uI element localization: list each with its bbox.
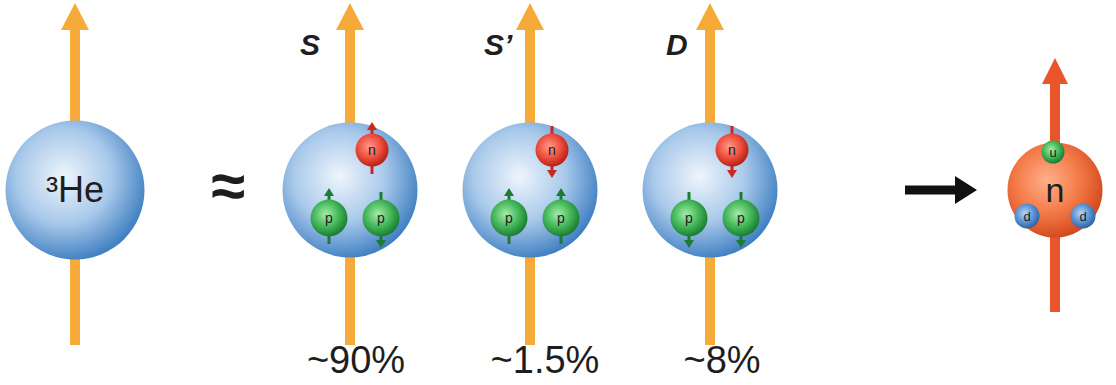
particle-label: p bbox=[685, 211, 693, 225]
sphere bbox=[1008, 143, 1103, 238]
particle-label: p bbox=[505, 211, 513, 225]
sphere bbox=[543, 200, 580, 237]
particle-label: d bbox=[1023, 210, 1030, 223]
circle-outline bbox=[282, 122, 418, 258]
sphere bbox=[6, 121, 145, 260]
sphere bbox=[1015, 204, 1040, 229]
spin-state-s-prime: S’npp bbox=[462, 122, 598, 258]
percentage: ~90% bbox=[307, 341, 405, 379]
approx-sign: ≈ bbox=[211, 155, 245, 217]
proton: p bbox=[310, 199, 348, 237]
circle-outline bbox=[462, 122, 598, 258]
proton: p bbox=[362, 199, 400, 237]
spin-state-d: Dnpp bbox=[642, 122, 778, 258]
down-quark: d bbox=[1014, 203, 1040, 229]
particle-label: p bbox=[325, 211, 333, 225]
circle-outline bbox=[642, 122, 778, 258]
sphere bbox=[536, 134, 569, 167]
particle-label: p bbox=[377, 211, 385, 225]
proton: p bbox=[542, 199, 580, 237]
sphere bbox=[716, 134, 749, 167]
particle-label: n bbox=[548, 143, 556, 157]
state-heading: D bbox=[666, 30, 688, 60]
down-quark: d bbox=[1070, 203, 1096, 229]
sphere bbox=[723, 200, 760, 237]
flow-arrow bbox=[905, 176, 977, 204]
sphere bbox=[1071, 204, 1096, 229]
particle-label: d bbox=[1079, 210, 1086, 223]
sphere bbox=[363, 200, 400, 237]
sphere bbox=[1042, 141, 1065, 164]
neutron: n bbox=[535, 133, 569, 167]
state-heading: S’ bbox=[484, 30, 512, 60]
particle-label: p bbox=[737, 211, 745, 225]
state-heading: S bbox=[300, 30, 320, 60]
proton: p bbox=[722, 199, 760, 237]
neutron-spin-arrow bbox=[1042, 58, 1068, 312]
nucleus-spin-arrows bbox=[61, 3, 724, 345]
percentage: ~8% bbox=[683, 341, 760, 379]
particle-label: p bbox=[557, 211, 565, 225]
sphere bbox=[463, 123, 598, 258]
particle-label: n bbox=[1046, 173, 1065, 207]
particle-label: n bbox=[728, 143, 736, 157]
up-quark: u bbox=[1041, 140, 1065, 164]
particle-label: ³He bbox=[46, 172, 104, 208]
helium3-nucleus: ³He bbox=[5, 120, 145, 260]
proton: p bbox=[490, 199, 528, 237]
spin-state-s: Snpp bbox=[282, 122, 418, 258]
neutron: n bbox=[355, 133, 389, 167]
percentage: ~1.5% bbox=[491, 341, 600, 379]
particle-label: n bbox=[368, 143, 376, 157]
sphere bbox=[643, 123, 778, 258]
sphere bbox=[356, 134, 389, 167]
sphere bbox=[671, 200, 708, 237]
sphere bbox=[491, 200, 528, 237]
sphere bbox=[311, 200, 348, 237]
neutron-large: n u d d bbox=[1007, 142, 1103, 238]
proton: p bbox=[670, 199, 708, 237]
neutron: n bbox=[715, 133, 749, 167]
particle-label: u bbox=[1049, 146, 1056, 159]
sphere bbox=[283, 123, 418, 258]
